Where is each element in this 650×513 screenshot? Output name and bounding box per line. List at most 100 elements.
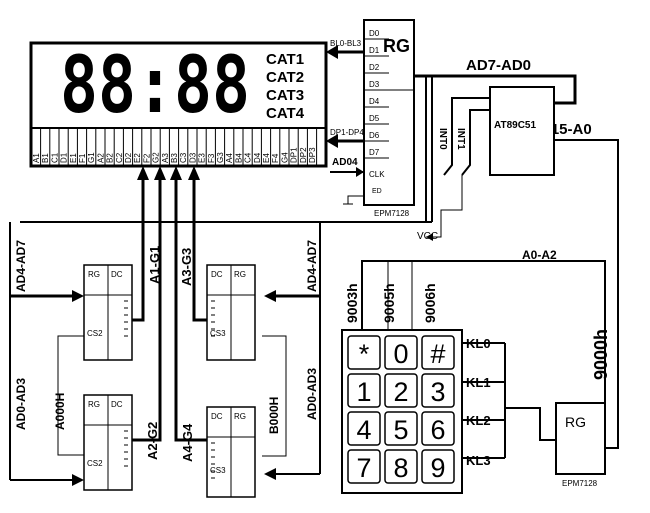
keypad-key[interactable]: 3	[421, 373, 455, 408]
keypad-key[interactable]: 1	[347, 373, 381, 408]
register-bottom-chip: EPM7128	[562, 479, 598, 488]
keypad-key[interactable]: *	[347, 335, 381, 370]
cat-label-2: CAT2	[266, 69, 304, 86]
right-bus-top-label: AD4-AD7	[305, 240, 319, 292]
row-label-kl2: KL2	[466, 413, 491, 428]
keypad-key-label: #	[430, 339, 445, 369]
keypad-key[interactable]: 8	[384, 449, 418, 484]
ground-wire	[347, 195, 364, 204]
decoder-cs-label: CS3	[210, 466, 226, 475]
segment-bus-2-arrow	[154, 166, 166, 180]
decoder-right-label: RG	[234, 270, 246, 279]
keypad-key-frame	[421, 411, 455, 446]
right-bus-addr-label: B000H	[267, 397, 281, 434]
register-bottom-body	[555, 402, 606, 475]
bus-ad04-arrowhead	[356, 167, 364, 177]
right-bus-bottom-label: AD0-AD3	[305, 368, 319, 420]
keypad-key[interactable]: 7	[347, 449, 381, 484]
keypad-key-label: 2	[393, 377, 408, 407]
decoder-cs-label: CS2	[87, 329, 103, 338]
display-pin-label: E4	[262, 153, 271, 163]
address-9006h: 9006h	[422, 283, 438, 323]
display-pin-label: DP1	[290, 147, 299, 163]
address-9000h: 9000h	[591, 329, 611, 380]
left-bus: AD4-AD7 AD0-AD3 A000H	[9, 222, 84, 486]
mcu-name: AT89C51	[494, 120, 536, 131]
mcu-body	[489, 86, 555, 176]
display-pin-label: B4	[234, 153, 243, 163]
keypad-key[interactable]: 2	[384, 373, 418, 408]
keypad-key[interactable]: 5	[384, 411, 418, 446]
display-pin-label: C2	[115, 152, 124, 163]
keypad-key-frame	[384, 449, 418, 484]
segment-bus-3-arrow	[188, 166, 200, 180]
bus-dp-label: DP1-DP4	[330, 128, 364, 137]
keypad-key[interactable]: 6	[421, 411, 455, 446]
register-bottom-title: RG	[565, 414, 586, 430]
address-9005h: 9005h	[381, 283, 397, 323]
display-pin-label: B1	[41, 153, 50, 163]
register-top-body	[363, 19, 415, 206]
right-bus: AD4-AD7 AD0-AD3 B000H	[262, 222, 321, 480]
display-pin-label: E3	[198, 153, 207, 163]
segment-bus-1	[132, 174, 145, 322]
keypad-key-label: 9	[430, 453, 445, 483]
register-top-pin-label: D3	[369, 80, 380, 89]
decoder-cs-label: CS3	[210, 329, 226, 338]
bus-ad7-ad0-wire	[414, 74, 577, 105]
vcc-label: VCC	[417, 231, 438, 242]
register-top-pin-label: D6	[369, 131, 380, 140]
segment-bus-2	[132, 174, 162, 442]
decoder-cs-label: CS2	[87, 459, 103, 468]
keypad-key-frame	[421, 449, 455, 484]
keypad-key-label: 0	[393, 339, 408, 369]
keypad-key-label: 3	[430, 377, 445, 407]
register-top-ed: ED	[372, 188, 382, 195]
segment-buses: A1-G1 A2-G2 A3-G3 A4-G4	[132, 166, 207, 462]
vcc-wire	[426, 175, 463, 238]
segment-bus-4	[174, 174, 207, 442]
register-bottom: RG EPM7128	[555, 402, 606, 488]
display-pin-label: F4	[271, 153, 280, 163]
decoder-3-out-label: A3-G3	[179, 248, 194, 286]
keypad-key-frame	[347, 411, 381, 446]
segment-bus-4-arrow	[170, 166, 182, 180]
display-pin-label: C1	[50, 152, 59, 163]
segment-bus-3	[192, 174, 207, 322]
keypad-key-frame	[347, 449, 381, 484]
keypad-key-label: 5	[393, 415, 408, 445]
display-pin-label: B2	[106, 153, 115, 163]
address-bus-wire	[361, 260, 606, 448]
decoder-2-out-label: A2-G2	[145, 422, 160, 460]
decoder-4-out-label: A4-G4	[180, 423, 195, 462]
right-bus-arrow-4	[264, 468, 276, 480]
keypad-key[interactable]: 9	[421, 449, 455, 484]
vcc-arrowhead	[426, 233, 433, 241]
register-top-pin-label: D0	[369, 29, 380, 38]
bus-a0-a2-label: A0-A2	[522, 248, 557, 262]
keypad-address-wiring: 9003h 9005h 9006h 9000h	[344, 260, 611, 448]
left-bus-arrow-1	[72, 290, 84, 302]
int0-label: INT0	[437, 128, 448, 150]
keypad-key[interactable]: #	[421, 335, 455, 370]
keypad-key-frame	[421, 335, 455, 370]
bus-dp-arrowhead	[326, 134, 338, 148]
display-pin-label: DP3	[308, 147, 317, 163]
display-pin-label: G4	[280, 152, 289, 163]
display-pin-label: C3	[179, 152, 188, 163]
keypad-key[interactable]: 4	[347, 411, 381, 446]
register-top-pin-label: D7	[369, 148, 380, 157]
int0-wire	[443, 97, 490, 176]
left-bus-addr-label: A000H	[53, 393, 67, 430]
keypad-key[interactable]: 0	[384, 335, 418, 370]
row-label-kl0: KL0	[466, 336, 491, 351]
keypad-key-label: 4	[356, 415, 371, 445]
display-pin-label: G2	[152, 152, 161, 163]
